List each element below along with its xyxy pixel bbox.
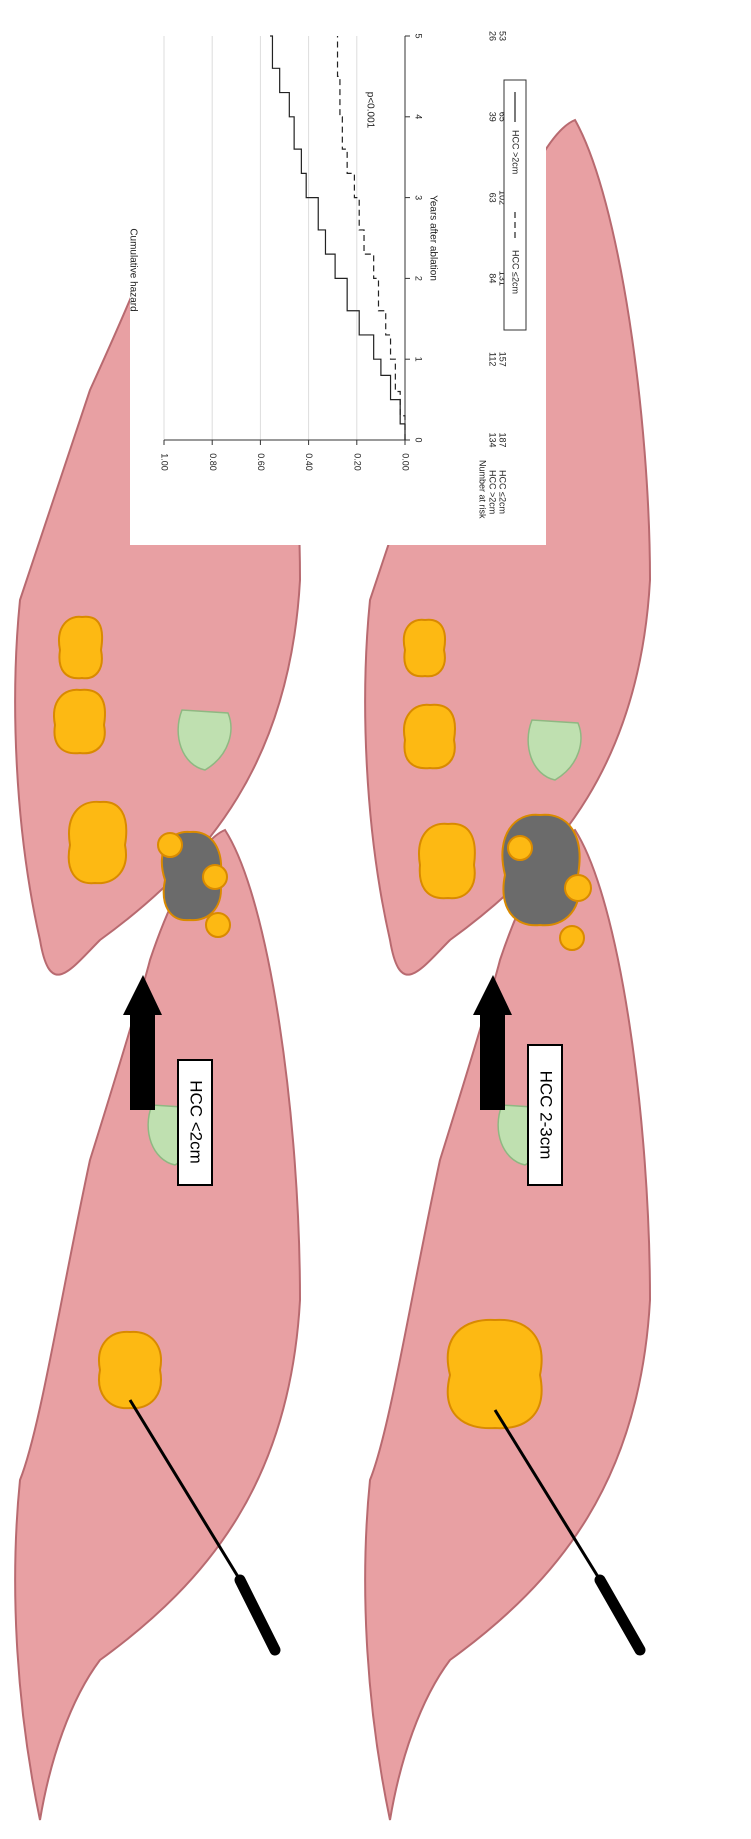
y-tick-label: 0.40 bbox=[304, 453, 314, 471]
tumor-satellite bbox=[158, 833, 182, 857]
risk-value: 134 bbox=[488, 432, 498, 447]
risk-value: 26 bbox=[488, 31, 498, 41]
x-tick-label: 0 bbox=[414, 437, 424, 442]
tumor-recurrent bbox=[59, 617, 102, 678]
risk-row-label: HCC >2cm bbox=[488, 470, 498, 514]
risk-value: 187 bbox=[498, 432, 508, 447]
legend-label: HCC >2cm bbox=[511, 130, 521, 174]
label-hcc-small: HCC <2cm bbox=[178, 1060, 212, 1185]
tumor-recurrent bbox=[419, 824, 475, 898]
x-tick-label: 3 bbox=[414, 195, 424, 200]
risk-value: 112 bbox=[488, 352, 498, 366]
liver-shape bbox=[15, 830, 300, 1820]
x-tick-label: 5 bbox=[414, 33, 424, 38]
tumor-recurrent bbox=[404, 620, 445, 677]
risk-table-header: Number at risk bbox=[478, 460, 488, 519]
liver-initial-small bbox=[15, 830, 300, 1820]
y-tick-label: 0.20 bbox=[352, 453, 362, 471]
risk-value: 157 bbox=[498, 352, 508, 367]
y-tick-label: 0.00 bbox=[401, 453, 411, 471]
x-tick-label: 1 bbox=[414, 357, 424, 362]
label-hcc-large-text: HCC 2-3cm bbox=[537, 1071, 556, 1160]
tumor-small bbox=[99, 1332, 161, 1408]
tumor-satellite bbox=[560, 926, 584, 950]
tumor-satellite bbox=[203, 865, 227, 889]
risk-value: 53 bbox=[498, 31, 508, 41]
p-value-annotation: p<0.001 bbox=[364, 92, 375, 129]
tumor-recurrent bbox=[54, 690, 105, 753]
ablated-zone bbox=[502, 815, 579, 926]
risk-row-label: HCC ≤2cm bbox=[498, 470, 508, 514]
tumor-satellite bbox=[565, 875, 591, 901]
label-hcc-small-text: HCC <2cm bbox=[187, 1080, 206, 1164]
tumor-recurrent bbox=[404, 705, 455, 768]
risk-value: 63 bbox=[488, 193, 498, 203]
x-tick-label: 4 bbox=[414, 114, 424, 119]
tumor-satellite bbox=[508, 836, 532, 860]
liver-initial-large bbox=[365, 830, 650, 1820]
legend-label: HCC ≤2cm bbox=[511, 250, 521, 294]
x-axis-label: Years after ablation bbox=[427, 195, 438, 281]
x-tick-label: 2 bbox=[414, 276, 424, 281]
y-tick-label: 1.00 bbox=[160, 453, 170, 471]
y-axis-label: Cumulative hazard bbox=[127, 228, 138, 311]
tumor-recurrent bbox=[69, 802, 127, 883]
y-tick-label: 0.80 bbox=[208, 453, 218, 471]
tumor-satellite bbox=[206, 913, 230, 937]
y-tick-label: 0.60 bbox=[256, 453, 266, 471]
label-hcc-large: HCC 2-3cm bbox=[528, 1045, 562, 1185]
risk-value: 39 bbox=[488, 112, 498, 122]
risk-value: 84 bbox=[488, 273, 498, 283]
